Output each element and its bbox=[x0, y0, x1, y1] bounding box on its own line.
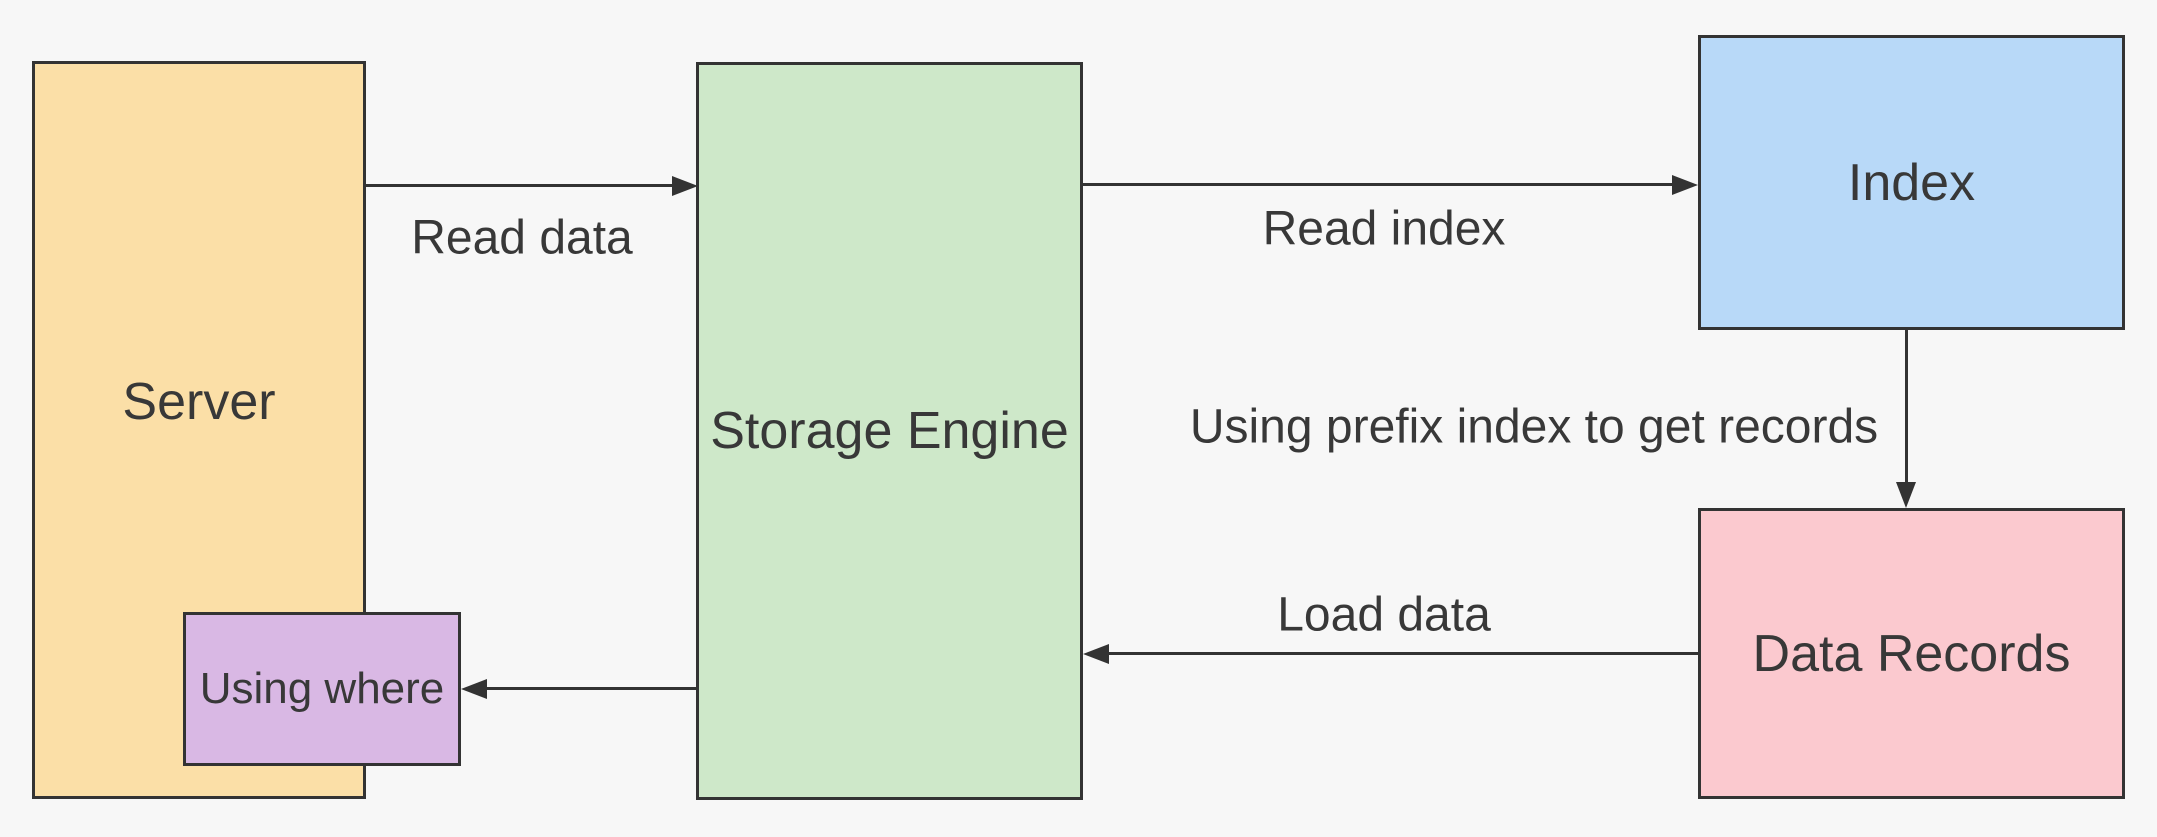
edge-prefix-index-line bbox=[1905, 330, 1908, 482]
edge-read-data-line bbox=[365, 184, 672, 187]
edge-prefix-index-arrowhead-icon bbox=[1896, 482, 1916, 508]
edge-load-data-arrowhead-icon bbox=[1083, 644, 1109, 664]
edge-read-index-label: Read index bbox=[1262, 202, 1506, 256]
edge-read-data-arrowhead-icon bbox=[672, 176, 698, 196]
edge-read-index-line bbox=[1083, 183, 1672, 186]
edge-read-data-label: Read data bbox=[411, 211, 633, 265]
node-using-where-label: Using where bbox=[199, 664, 445, 713]
node-storage-engine: Storage Engine bbox=[696, 62, 1083, 800]
node-data-records: Data Records bbox=[1698, 508, 2125, 799]
edge-read-index-arrowhead-icon bbox=[1672, 175, 1698, 195]
edge-load-data-line bbox=[1109, 652, 1698, 655]
node-server-label: Server bbox=[122, 373, 276, 431]
node-storage-engine-label: Storage Engine bbox=[710, 402, 1069, 460]
node-using-where: Using where bbox=[183, 612, 461, 766]
node-index: Index bbox=[1698, 35, 2125, 330]
node-index-label: Index bbox=[1847, 153, 1976, 212]
edge-load-data-label: Load data bbox=[1277, 588, 1491, 642]
edge-where-filter-arrowhead-icon bbox=[461, 679, 487, 699]
edge-prefix-index-label: Using prefix index to get records bbox=[1189, 400, 1879, 454]
edge-where-filter-line bbox=[487, 687, 698, 690]
node-data-records-label: Data Records bbox=[1752, 624, 2071, 683]
